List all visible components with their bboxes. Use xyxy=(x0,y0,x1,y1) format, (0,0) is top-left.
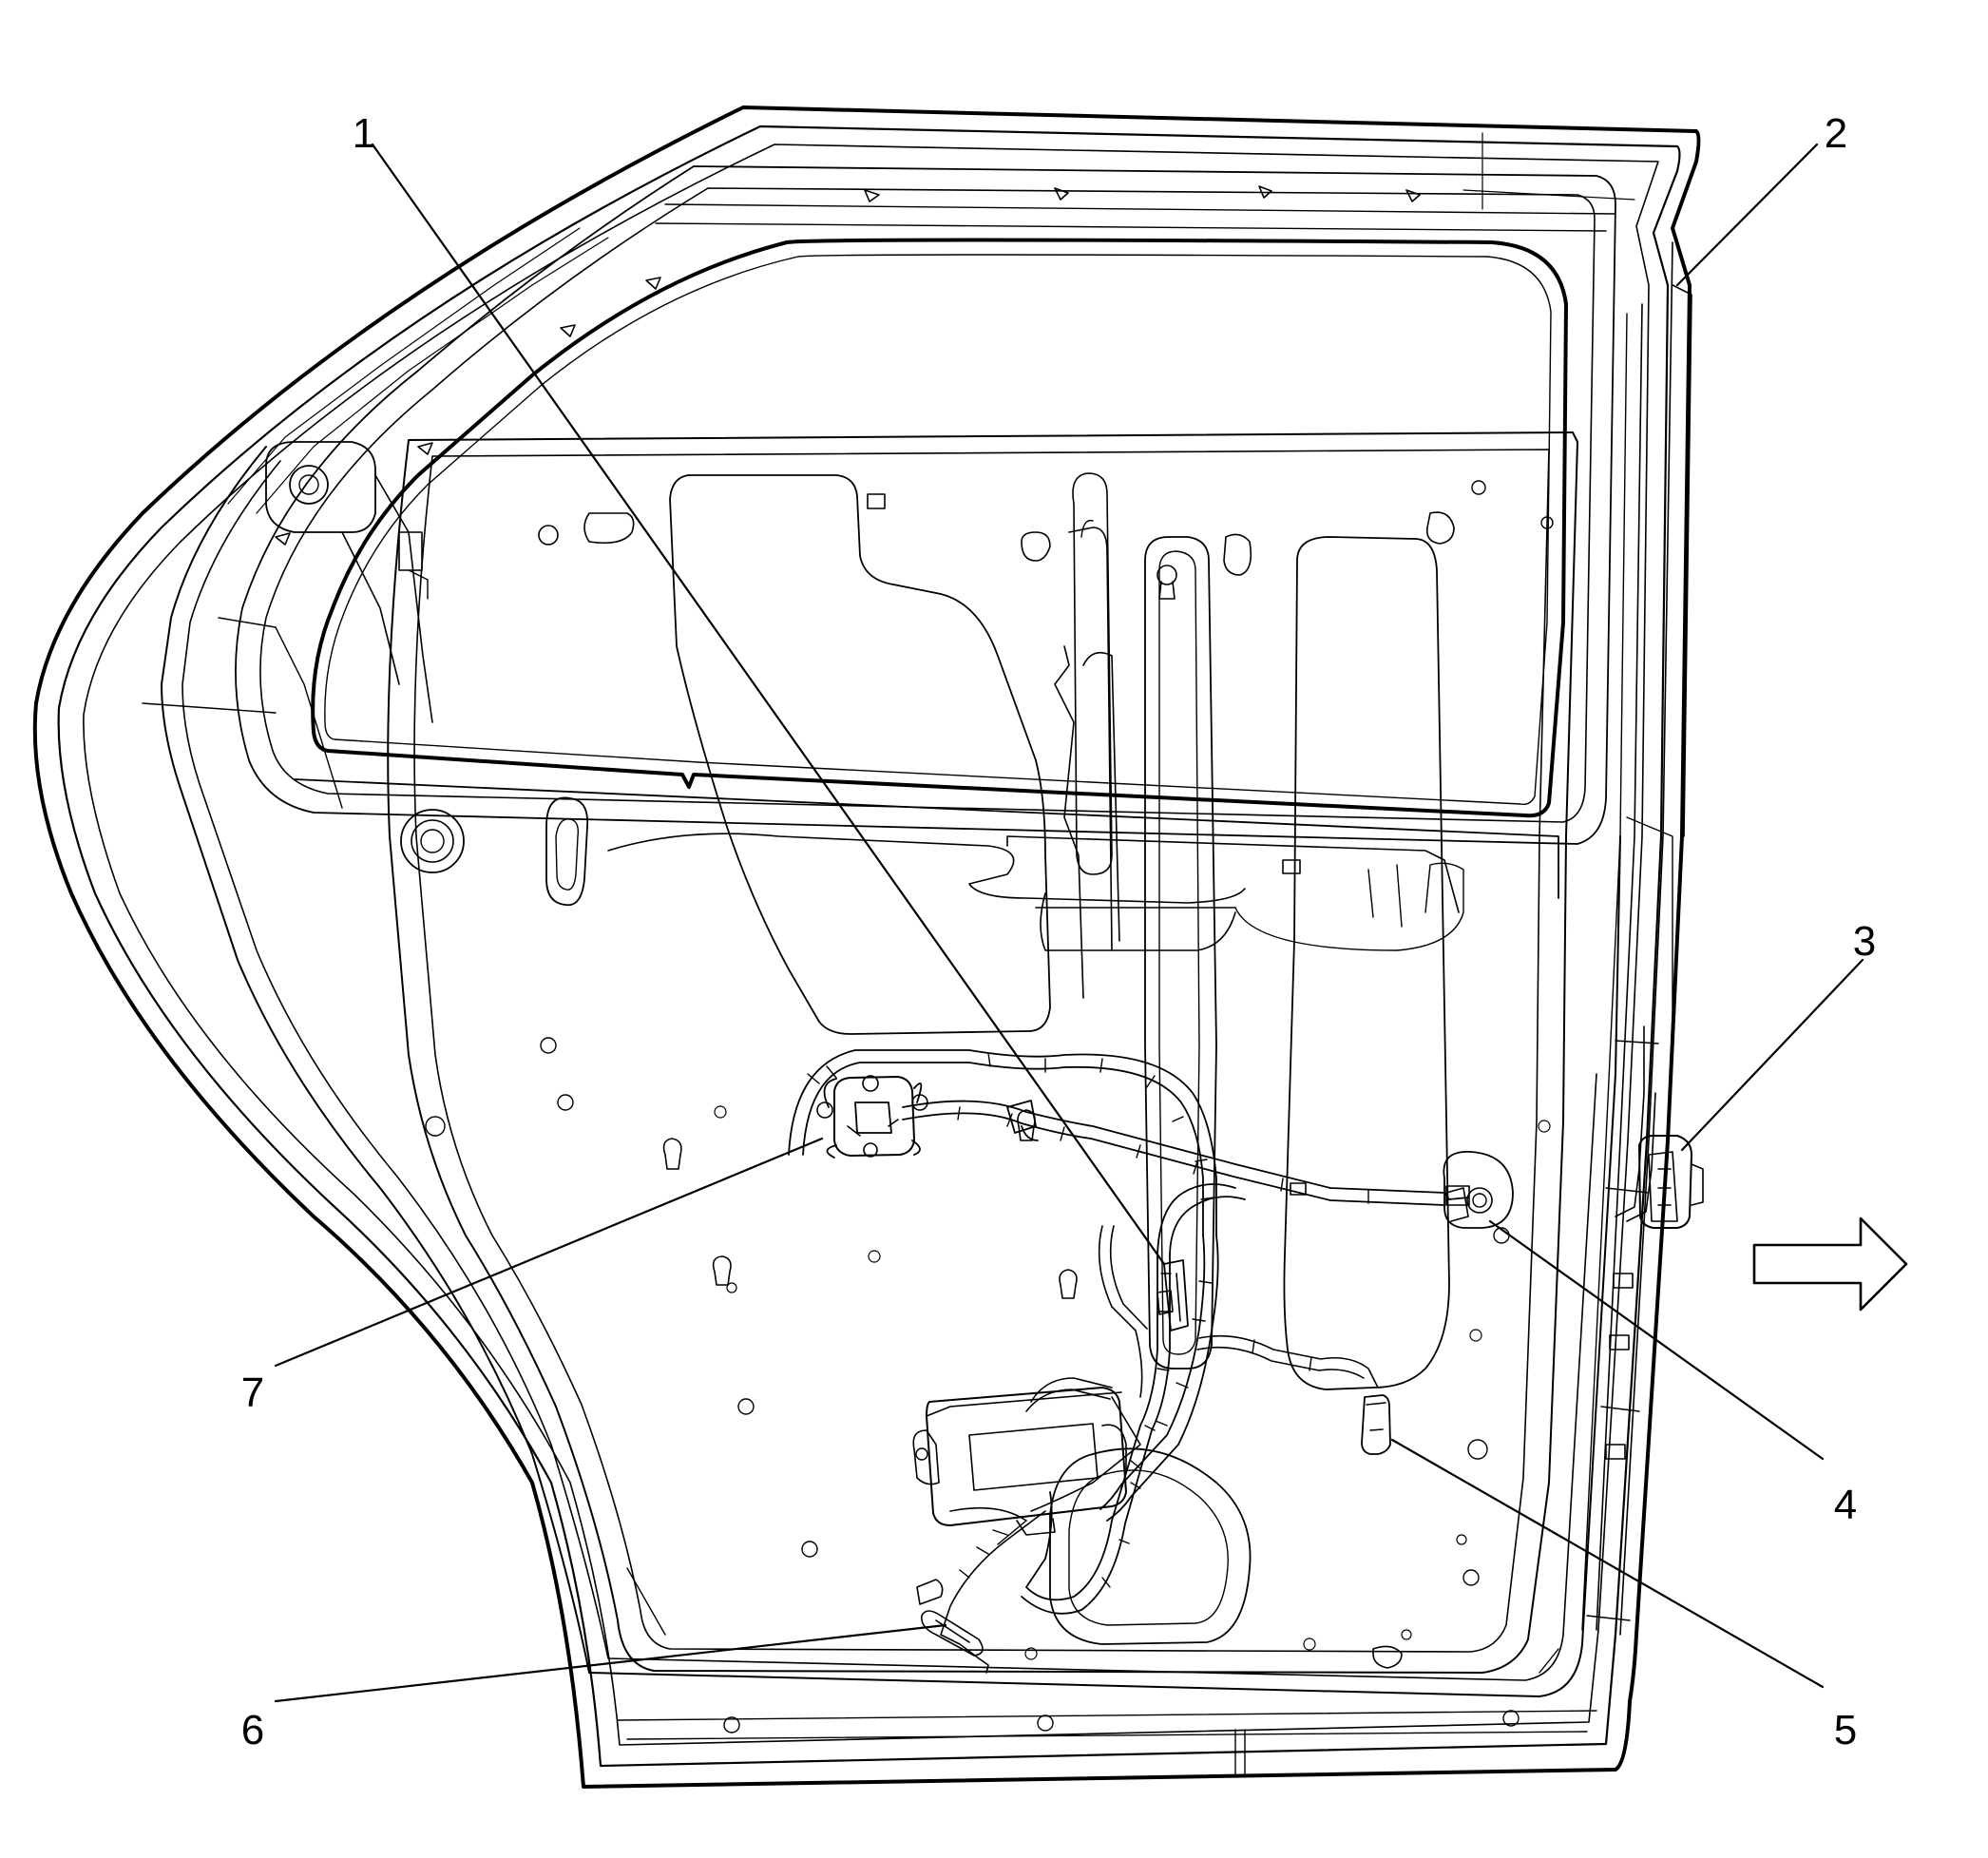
door-outer-shell xyxy=(32,105,1701,1789)
door-module-box xyxy=(912,1387,1127,1536)
leader-lines xyxy=(274,143,1864,1703)
door-lock-connector xyxy=(1638,1135,1704,1229)
belt-reinforcement xyxy=(294,778,1559,951)
wiring-harness xyxy=(788,1025,1656,1615)
leader-line-3 xyxy=(1680,958,1864,1152)
front-edge-seal xyxy=(1581,241,1692,1636)
callout-7: 7 xyxy=(241,1370,264,1416)
callout-4: 4 xyxy=(1834,1482,1857,1528)
side-impact-sensor xyxy=(816,1075,928,1159)
leader-line-5 xyxy=(1390,1438,1825,1689)
callout-1: 1 xyxy=(353,110,375,157)
callout-5: 5 xyxy=(1834,1707,1857,1753)
callouts: 1 2 3 4 5 6 7 xyxy=(241,110,1876,1753)
callout-3: 3 xyxy=(1853,918,1876,965)
inner-door-panel xyxy=(142,431,1621,1778)
lock-side-bracket xyxy=(265,441,433,723)
leader-line-6 xyxy=(274,1623,947,1703)
callout-2: 2 xyxy=(1825,110,1847,157)
leader-line-4 xyxy=(1488,1219,1825,1461)
window-frame xyxy=(227,132,1635,845)
leader-line-7 xyxy=(274,1137,824,1368)
forward-arrow-icon xyxy=(1752,1216,1908,1312)
leader-line-2 xyxy=(1675,143,1819,287)
lock-cylinder-connector xyxy=(1361,1394,1391,1455)
speaker-opening xyxy=(1443,1151,1514,1229)
leader-line-1 xyxy=(371,143,1166,1266)
inner-panel-cavities xyxy=(425,472,1554,1669)
callout-6: 6 xyxy=(241,1707,264,1753)
